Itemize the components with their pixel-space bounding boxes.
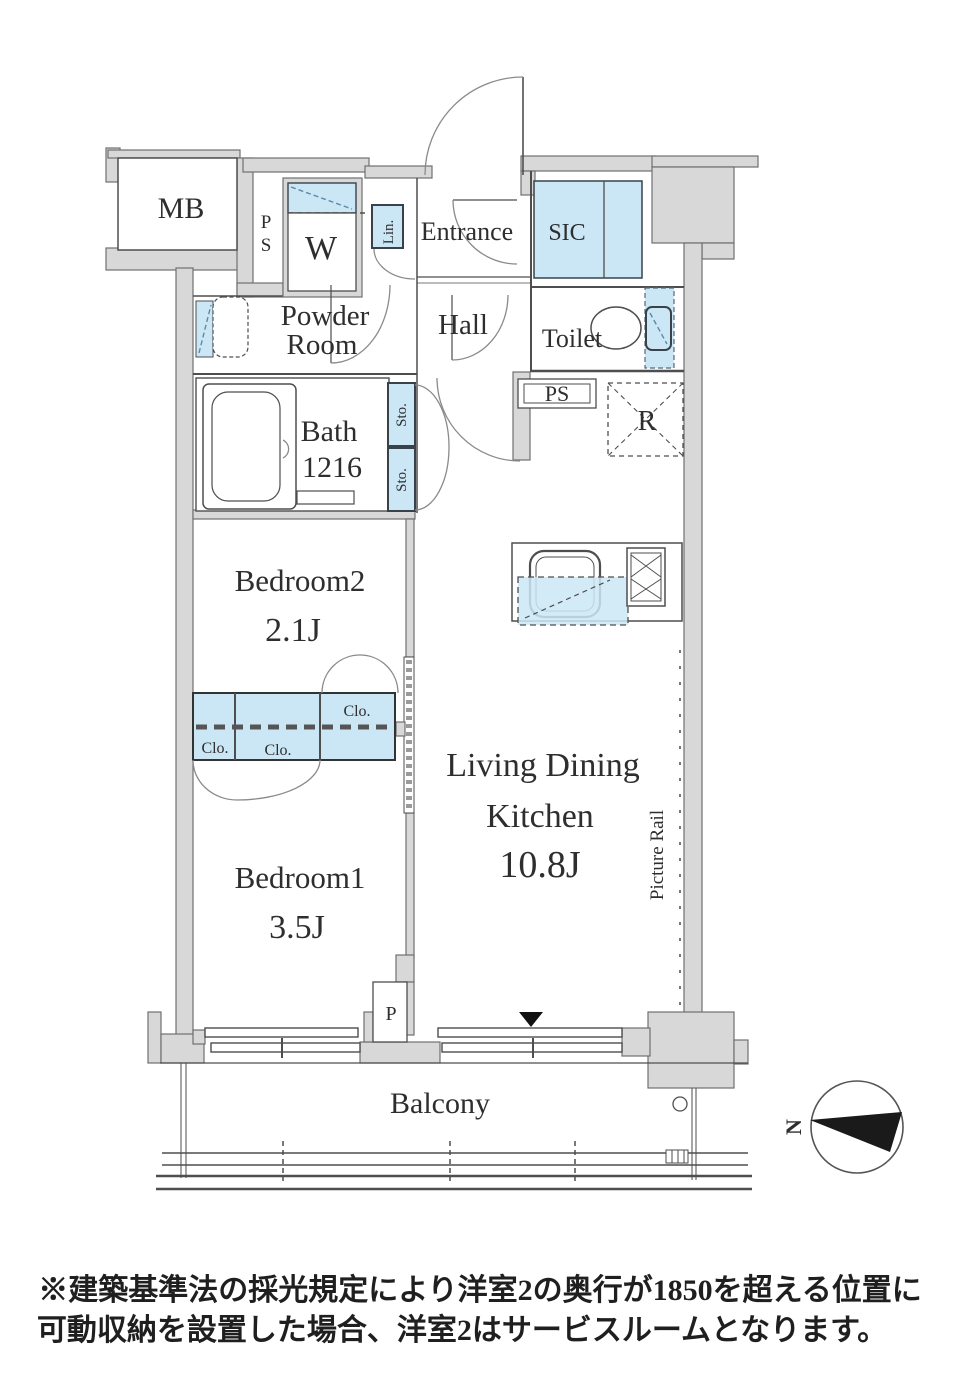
label-hall: Hall [438, 309, 488, 341]
label-bath-size: 1216 [302, 451, 362, 484]
sliding-door [395, 656, 415, 814]
label-bedroom1: Bedroom1 [235, 860, 366, 895]
label-sic: SIC [548, 220, 585, 246]
washer-space [282, 177, 366, 298]
pipe-shaft-box [372, 981, 408, 1043]
label-closet-mid: Clo. [264, 742, 291, 759]
outer-walls [105, 147, 759, 1089]
entrance-door [424, 76, 524, 176]
entry-triangle-marker [519, 1012, 543, 1027]
label-bath: Bath [301, 415, 358, 448]
label-ldk-1: Living Dining [446, 747, 640, 784]
label-closet-left: Clo. [201, 740, 228, 757]
label-sto-lower: Sto. [394, 468, 410, 492]
label-bedroom2-size: 2.1J [265, 612, 321, 649]
label-ps-shaft: PS [256, 212, 277, 258]
ps-duct-box [517, 378, 597, 409]
balcony-structure [156, 1063, 752, 1191]
vanity-sink [195, 296, 249, 358]
shoe-closet [533, 180, 643, 279]
bathroom [195, 377, 390, 512]
label-sto-upper: Sto. [394, 403, 410, 427]
label-bedroom2: Bedroom2 [235, 563, 366, 598]
hall-storage [387, 382, 450, 512]
ldk-door [436, 377, 521, 462]
compass: N [781, 1080, 904, 1174]
compass-needle [810, 1112, 902, 1152]
footnote-line-2: 可動収納を設置した場合、洋室2はサービスルームとなります。 [37, 1313, 887, 1347]
label-powder-1: Powder [281, 300, 370, 332]
label-balcony: Balcony [390, 1087, 490, 1120]
footnote-line-1: ※建築基準法の採光規定により洋室2の奥行が1850を超える位置に [38, 1273, 922, 1307]
label-linen: Lin. [381, 220, 397, 245]
toilet-fixture [590, 287, 675, 369]
bedroom1-window [204, 1027, 361, 1058]
compass-north-label: N [781, 1119, 806, 1135]
ldk-window [437, 1012, 623, 1058]
label-bedroom1-size: 3.5J [269, 909, 325, 946]
label-ldk-2: Kitchen [486, 798, 594, 835]
label-entrance: Entrance [421, 217, 513, 246]
linen-cabinet [371, 204, 416, 280]
toilet-door [451, 294, 509, 361]
label-mb: MB [158, 192, 205, 225]
kitchen-counter [511, 542, 683, 626]
label-washer: W [305, 230, 338, 267]
label-refrigerator: R [638, 406, 657, 437]
label-ldk-size: 10.8J [499, 844, 580, 886]
label-ps-duct: PS [545, 381, 569, 406]
label-toilet: Toilet [542, 324, 603, 353]
closet [192, 654, 399, 801]
entrance-hall-door [452, 199, 518, 265]
label-powder-2: Room [287, 329, 358, 361]
label-picture-rail: Picture Rail [647, 810, 668, 900]
label-closet-right: Clo. [343, 703, 370, 720]
refrigerator-space [607, 382, 684, 457]
label-pipe-shaft: P [385, 1003, 396, 1025]
powder-room-door [330, 284, 391, 364]
meter-box [117, 157, 238, 251]
